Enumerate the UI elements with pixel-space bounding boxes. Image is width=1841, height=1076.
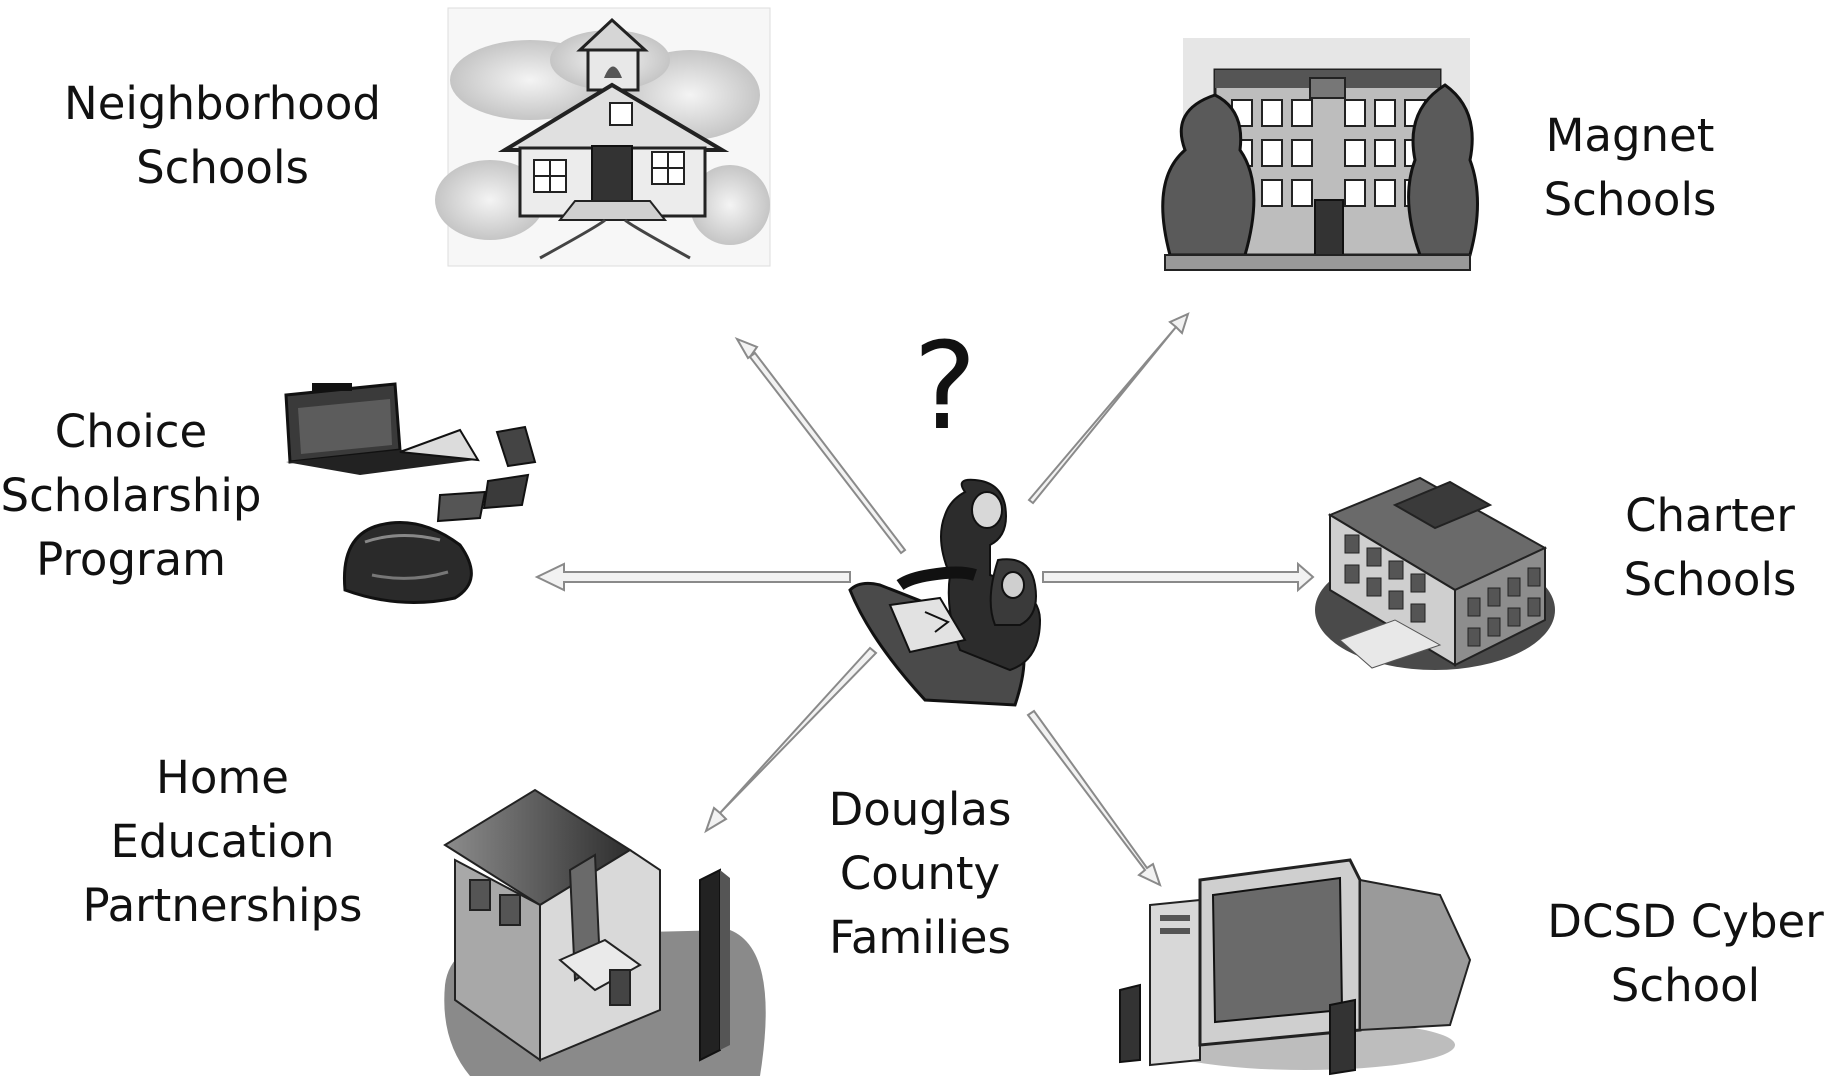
label-line: Education (110, 815, 335, 868)
label-line: County (839, 847, 1001, 900)
arrow-to-magnet-schools (1027, 312, 1190, 505)
label-line: Home (156, 751, 289, 804)
label-line: Magnet (1545, 109, 1715, 162)
label-line: Schools (136, 141, 309, 194)
office-building-icon (1315, 476, 1555, 670)
arrow-to-home-education-partnerships (704, 646, 878, 834)
arrow-to-neighborhood-schools (734, 336, 907, 555)
home-education-partnerships-label: Home Education Partnerships (70, 746, 375, 938)
label-line: Partnerships (82, 879, 363, 932)
neighborhood-schools-label: Neighborhood Schools (40, 72, 405, 200)
magnet-schools-label: Magnet Schools (1500, 104, 1760, 232)
house-icon (443, 788, 766, 1076)
briefcase-and-bag-icon (284, 382, 537, 604)
label-line: Douglas (828, 783, 1012, 836)
charter-schools-label: Charter Schools (1580, 484, 1840, 612)
label-line: School (1610, 959, 1761, 1012)
label-line: Scholarship (0, 469, 262, 522)
douglas-county-families-label: Douglas County Families (800, 778, 1040, 970)
arrow-to-dcsd-cyber-school (1026, 709, 1162, 887)
city-school-building-icon (1161, 38, 1479, 271)
arrow-to-charter-schools (1042, 561, 1315, 593)
label-line: Choice (54, 405, 208, 458)
parent-and-child-icon (848, 478, 1042, 707)
label-line: Neighborhood (64, 77, 381, 130)
label-line: Families (829, 911, 1011, 964)
question-mark: ? (913, 318, 977, 457)
label-line: Program (36, 533, 226, 586)
label-line: Charter (1625, 489, 1795, 542)
label-line: DCSD Cyber (1547, 895, 1824, 948)
schoolhouse-icon (435, 7, 771, 267)
label-line: Schools (1543, 173, 1717, 226)
label-line: Schools (1623, 553, 1797, 606)
arrow-to-choice-scholarship-program (534, 562, 851, 592)
dcsd-cyber-school-label: DCSD Cyber School (1530, 890, 1841, 1018)
choice-scholarship-program-label: Choice Scholarship Program (0, 400, 262, 592)
computer-icon (1119, 858, 1472, 1076)
